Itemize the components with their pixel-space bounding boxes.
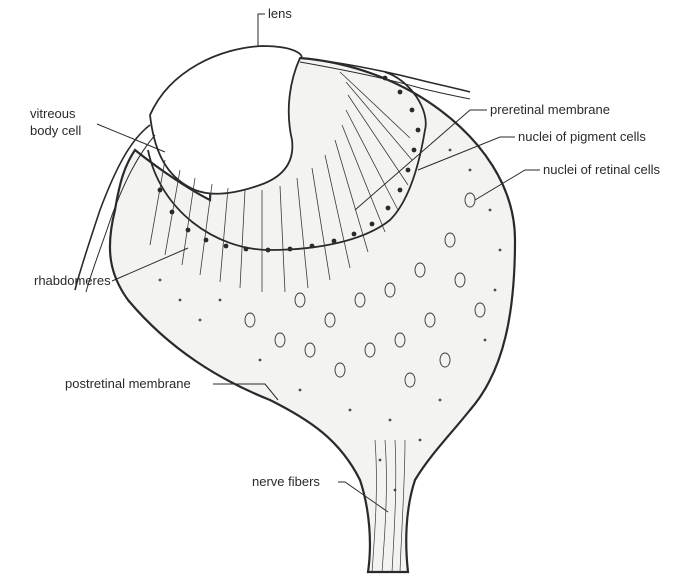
lens-body: [150, 46, 302, 194]
svg-text:vitreous: vitreous: [30, 106, 76, 121]
svg-text:nuclei of retinal cells: nuclei of retinal cells: [543, 162, 661, 177]
svg-text:nerve fibers: nerve fibers: [252, 474, 320, 489]
svg-text:nuclei of pigment cells: nuclei of pigment cells: [518, 129, 646, 144]
svg-text:rhabdomeres: rhabdomeres: [34, 273, 111, 288]
svg-text:body cell: body cell: [30, 123, 81, 138]
svg-text:postretinal membrane: postretinal membrane: [65, 376, 191, 391]
svg-text:lens: lens: [268, 6, 292, 21]
label-lens: lens: [258, 6, 292, 46]
svg-text:preretinal membrane: preretinal membrane: [490, 102, 610, 117]
